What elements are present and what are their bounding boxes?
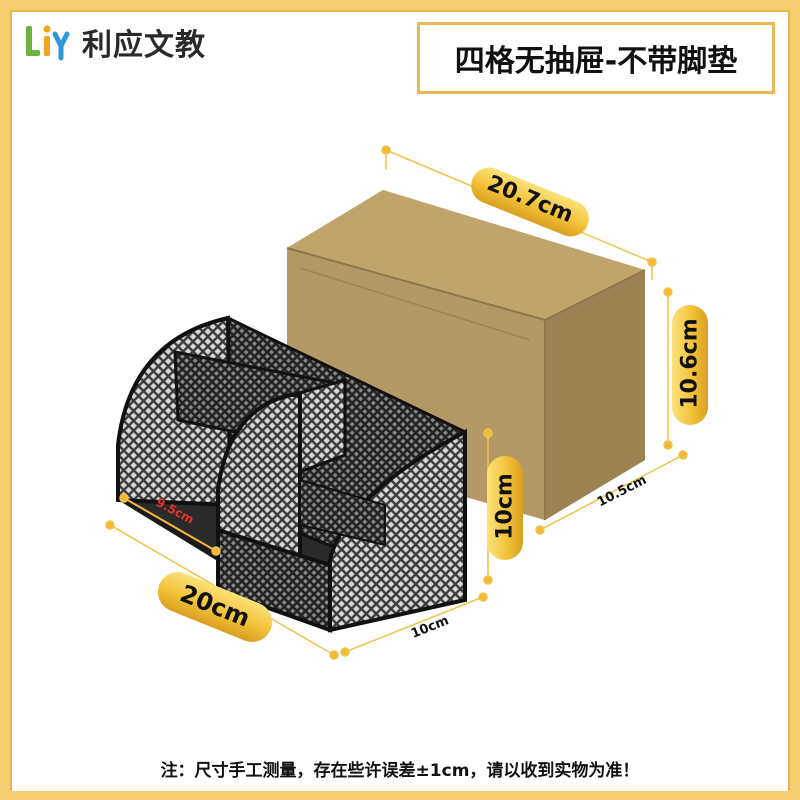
note-text: 注：尺寸手工测量，存在些许误差±1cm，请以收到实物为准！	[160, 760, 640, 781]
box-height-label: 10.6cm	[677, 318, 703, 409]
page-title: 四格无抽屉-不带脚垫	[454, 44, 738, 79]
dimension-lines	[105, 145, 688, 660]
title-box: 四格无抽屉-不带脚垫	[417, 22, 775, 94]
brand-logo: 利应文教	[24, 20, 206, 64]
dimension-pills	[157, 167, 708, 642]
mesh-organizer	[116, 315, 467, 633]
brand-name: 利应文教	[82, 28, 206, 63]
organizer-height-label: 10cm	[492, 473, 518, 540]
measurement-note: 注：尺寸手工测量，存在些许误差±1cm，请以收到实物为准！	[12, 745, 788, 791]
brand-mark-icon	[24, 22, 76, 62]
